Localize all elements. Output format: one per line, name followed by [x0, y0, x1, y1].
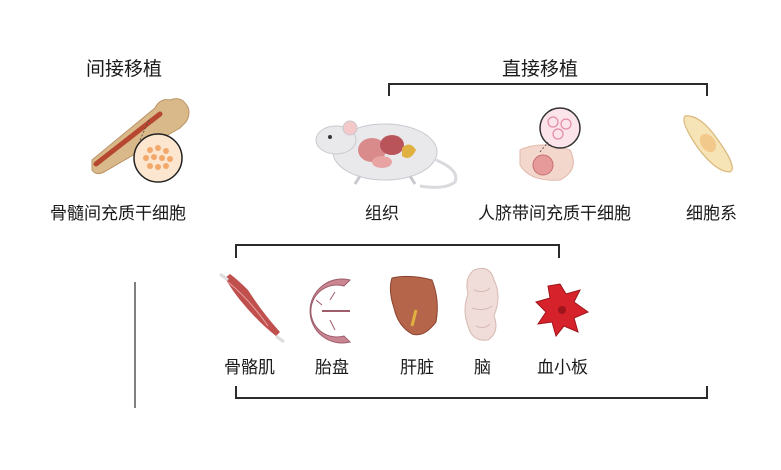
cell-line-icon	[683, 115, 733, 173]
platelet-label: 血小板	[537, 358, 588, 378]
placenta-label: 胎盘	[315, 358, 349, 378]
direct-header: 直接移植	[502, 58, 579, 80]
liver-icon	[389, 275, 438, 336]
brain-label: 脑	[474, 358, 491, 378]
umbilical-cord-icon	[519, 107, 581, 181]
brain-icon	[464, 267, 499, 341]
skeletal-muscle-icon	[219, 272, 285, 344]
direct-bracket	[388, 83, 708, 96]
platelet-icon	[535, 283, 590, 338]
tissue-label: 组织	[365, 204, 399, 224]
liver-label: 肝脏	[400, 358, 434, 378]
bmsc-label: 骨髓间充质干细胞	[50, 204, 186, 224]
ucmsc-label: 人脐带间充质干细胞	[478, 204, 631, 224]
tissue-bottom-bracket	[235, 386, 708, 399]
muscle-label: 骨骼肌	[224, 358, 275, 378]
placenta-icon	[309, 278, 351, 344]
cell-line-label: 细胞系	[686, 204, 737, 224]
tissue-top-bracket	[235, 244, 560, 258]
indirect-header: 间接移植	[86, 58, 163, 80]
mouse-icon	[315, 120, 458, 189]
bone-icon	[91, 98, 190, 183]
